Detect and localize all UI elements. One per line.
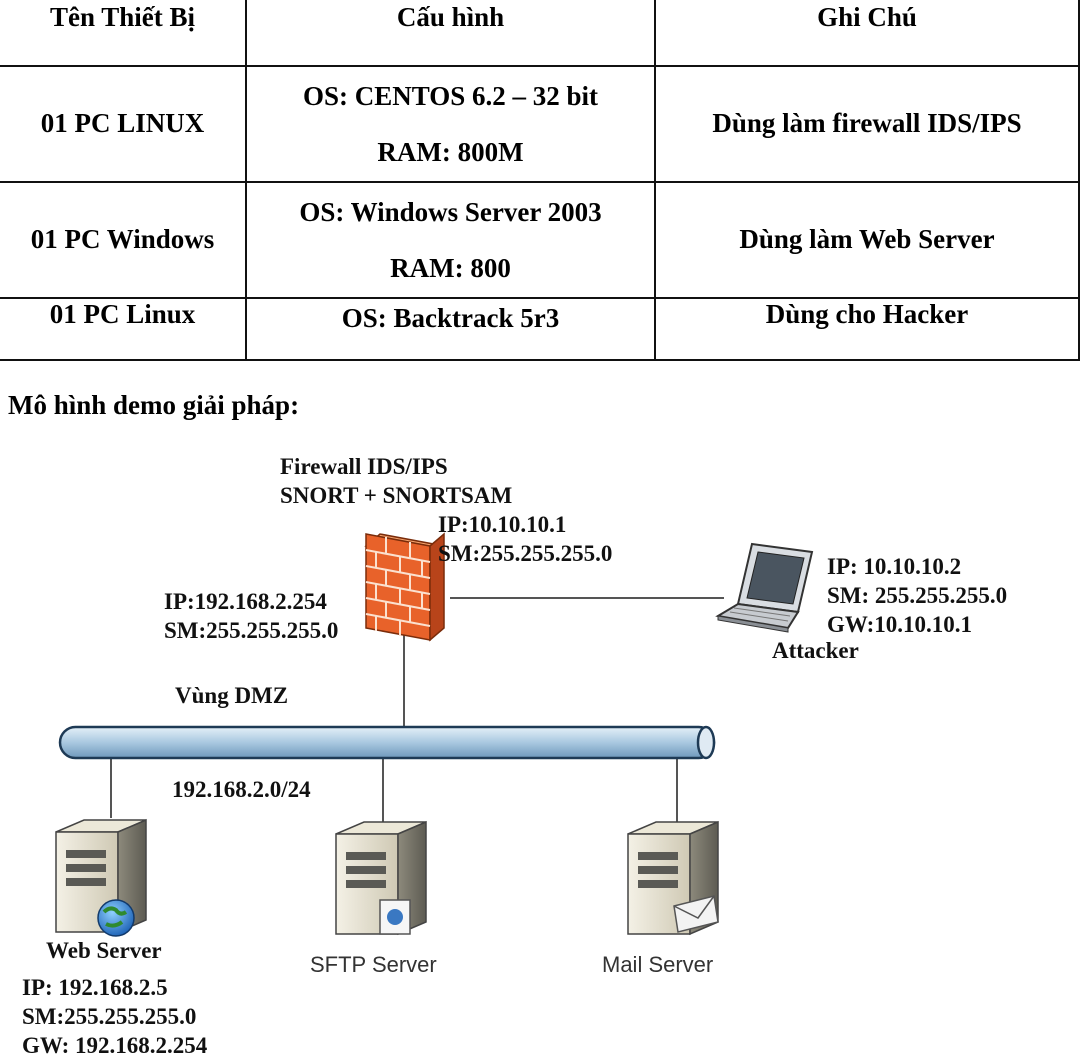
device-cell: 01 PC Linux — [0, 297, 247, 361]
diagram-graphics — [55, 532, 814, 937]
header-config: Cấu hình — [245, 0, 656, 67]
device-cell: 01 PC Windows — [0, 181, 247, 299]
table-header-row: Tên Thiết Bị Cấu hình Ghi Chú — [0, 0, 1080, 67]
attacker-ip-info: IP: 10.10.10.2 SM: 255.255.255.0 GW:10.1… — [827, 552, 1007, 639]
firewall-title-line: SNORT + SNORTSAM — [280, 483, 513, 508]
web-server-ip-info: IP: 192.168.2.5 SM:255.255.255.0 GW: 192… — [22, 973, 207, 1060]
sm-line: SM:255.255.255.0 — [22, 1004, 197, 1029]
sftp-server-label: SFTP Server — [310, 952, 437, 977]
table-row: 01 PC Windows OS: Windows Server 2003 RA… — [0, 181, 1080, 299]
ip-line: IP: 192.168.2.5 — [22, 975, 168, 1000]
network-diagram: Firewall IDS/IPS SNORT + SNORTSAM IP:10.… — [0, 440, 1080, 1058]
section-heading: Mô hình demo giải pháp: — [8, 390, 300, 420]
config-cell: OS: Windows Server 2003 RAM: 800 — [245, 181, 656, 299]
config-os: OS: Backtrack 5r3 — [341, 303, 560, 333]
brick-firewall-icon — [364, 532, 446, 642]
firewall-outside-ip: IP:10.10.10.1 SM:255.255.255.0 — [438, 510, 612, 568]
sm-line: SM:255.255.255.0 — [438, 541, 613, 566]
ip-line: IP:10.10.10.1 — [438, 512, 567, 537]
config-os: OS: CENTOS 6.2 – 32 bit — [302, 81, 599, 111]
device-cell: 01 PC LINUX — [0, 65, 247, 183]
web-server-label: Web Server — [46, 938, 162, 963]
network-links — [110, 597, 724, 822]
config-ram: RAM: 800M — [377, 137, 524, 167]
ip-line: IP: 10.10.10.2 — [827, 554, 962, 579]
firewall-title: Firewall IDS/IPS SNORT + SNORTSAM — [280, 452, 512, 510]
web-server-icon — [55, 818, 147, 937]
note-cell: Dùng làm Web Server — [654, 181, 1080, 299]
table-row: 01 PC LINUX OS: CENTOS 6.2 – 32 bit RAM:… — [0, 65, 1080, 183]
table-row: 01 PC Linux OS: Backtrack 5r3 Dùng cho H… — [0, 297, 1080, 361]
config-ram: RAM: 800 — [390, 253, 511, 283]
note-cell: Dùng cho Hacker — [654, 297, 1080, 361]
ip-line: IP:192.168.2.254 — [164, 589, 327, 614]
config-cell: OS: CENTOS 6.2 – 32 bit RAM: 800M — [245, 65, 656, 183]
file-server-icon — [335, 820, 427, 936]
gw-line: GW: 192.168.2.254 — [22, 1033, 208, 1058]
equipment-table: Tên Thiết Bị Cấu hình Ghi Chú 01 PC LINU… — [0, 0, 1080, 361]
firewall-inside-ip: IP:192.168.2.254 SM:255.255.255.0 — [164, 587, 338, 645]
header-device: Tên Thiết Bị — [0, 0, 247, 67]
header-note: Ghi Chú — [654, 0, 1080, 67]
firewall-title-line: Firewall IDS/IPS — [280, 454, 448, 479]
config-os: OS: Windows Server 2003 — [299, 197, 602, 227]
sm-line: SM: 255.255.255.0 — [827, 583, 1008, 608]
gw-line: GW:10.10.10.1 — [827, 612, 973, 637]
laptop-icon — [715, 542, 814, 633]
mail-server-label: Mail Server — [602, 952, 714, 977]
config-cell: OS: Backtrack 5r3 — [245, 297, 656, 361]
sm-line: SM:255.255.255.0 — [164, 618, 339, 643]
subnet-label: 192.168.2.0/24 — [172, 777, 311, 802]
dmz-bus — [58, 725, 716, 760]
dmz-label: Vùng DMZ — [175, 683, 289, 708]
note-cell: Dùng làm firewall IDS/IPS — [654, 65, 1080, 183]
mail-server-icon — [627, 820, 719, 936]
attacker-label: Attacker — [772, 638, 859, 663]
